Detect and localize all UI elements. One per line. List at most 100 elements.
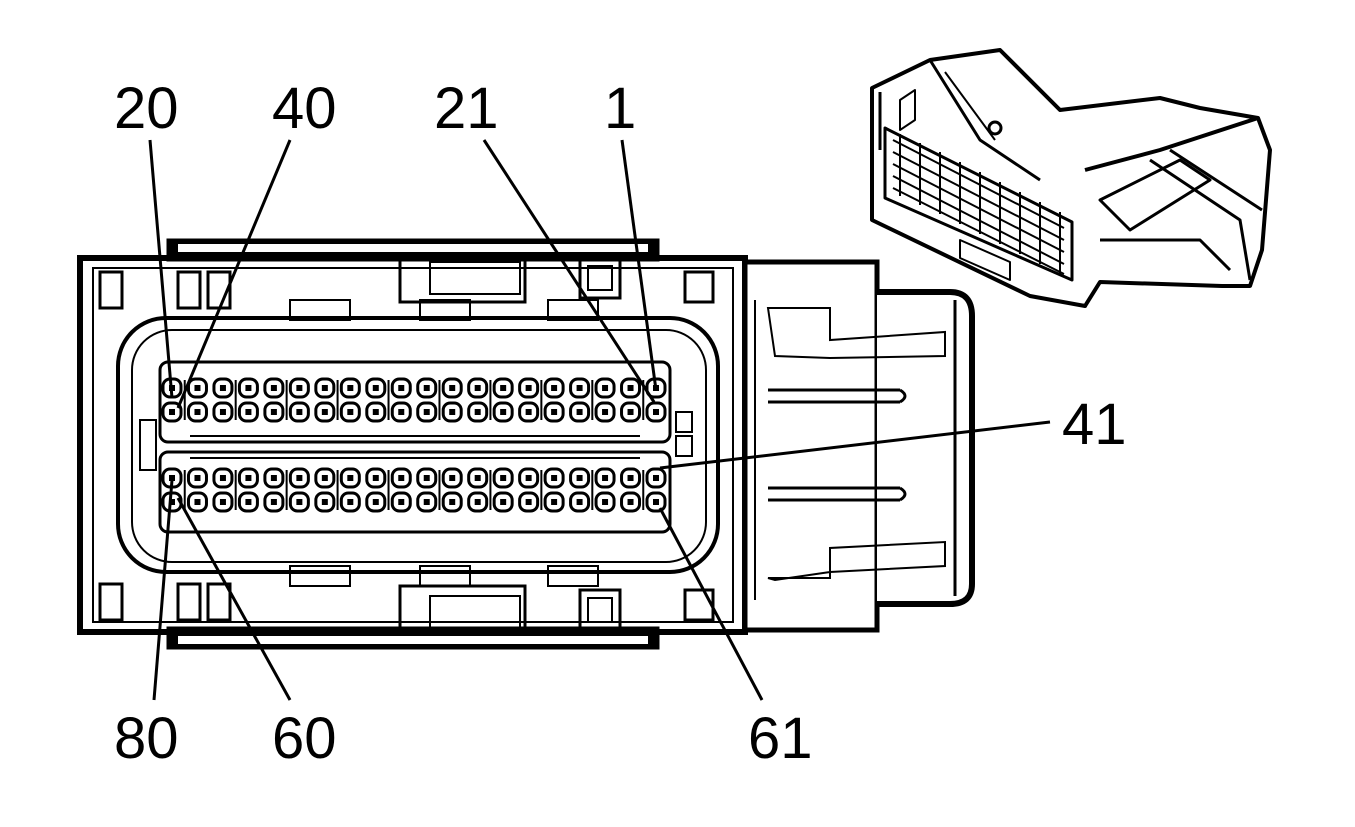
terminal-contact bbox=[474, 475, 481, 481]
pin-label-1: 1 bbox=[604, 76, 636, 141]
terminal-contact bbox=[449, 475, 456, 481]
terminal-contact bbox=[551, 409, 558, 415]
terminal-contact bbox=[576, 385, 583, 391]
terminal-cavities bbox=[161, 377, 667, 513]
terminal-contact bbox=[627, 499, 634, 505]
terminal-contact bbox=[245, 475, 252, 481]
terminal-contact bbox=[602, 409, 609, 415]
terminal-contact bbox=[219, 409, 226, 415]
terminal-contact bbox=[372, 409, 379, 415]
terminal-contact bbox=[627, 409, 634, 415]
terminal-contact bbox=[169, 409, 175, 415]
terminal-contact bbox=[602, 499, 609, 505]
terminal-contact bbox=[525, 499, 532, 505]
pin-label-20: 20 bbox=[114, 76, 179, 141]
seal-frame bbox=[116, 316, 720, 574]
leader-61 bbox=[658, 507, 764, 701]
leader-60 bbox=[176, 497, 292, 701]
terminal-contact bbox=[602, 475, 609, 481]
pin-label-21: 21 bbox=[434, 76, 499, 141]
terminal-contact bbox=[627, 475, 634, 481]
terminal-contact bbox=[194, 385, 201, 391]
terminal-contact bbox=[245, 499, 252, 505]
leader-20 bbox=[148, 139, 174, 399]
pin-label-61: 61 bbox=[748, 706, 813, 771]
connector-housing bbox=[77, 255, 748, 635]
terminal-contact bbox=[474, 409, 481, 415]
terminal-contact bbox=[219, 475, 226, 481]
terminal-contact bbox=[347, 409, 354, 415]
terminal-contact bbox=[525, 385, 532, 391]
terminal-contact bbox=[449, 499, 456, 505]
terminal-contact bbox=[296, 475, 303, 481]
terminal-contact bbox=[372, 499, 379, 505]
terminal-contact bbox=[398, 409, 405, 415]
pin-label-41: 41 bbox=[1062, 392, 1127, 457]
lower-terminal-block bbox=[158, 450, 672, 534]
terminal-contact bbox=[423, 499, 430, 505]
pin-label-40: 40 bbox=[272, 76, 337, 141]
housing-inner-wall bbox=[92, 267, 734, 623]
terminal-contact bbox=[398, 499, 405, 505]
terminal-contact bbox=[602, 385, 609, 391]
leader-80 bbox=[152, 479, 174, 701]
terminal-contact bbox=[653, 475, 659, 481]
terminal-contact bbox=[449, 385, 456, 391]
leader-21 bbox=[482, 139, 656, 403]
terminal-contact bbox=[500, 499, 507, 505]
terminal-contact bbox=[194, 409, 201, 415]
terminal-contact bbox=[398, 475, 405, 481]
terminal-contact bbox=[398, 385, 405, 391]
terminal-contact bbox=[321, 385, 328, 391]
pin-label-60: 60 bbox=[272, 706, 337, 771]
terminal-contact bbox=[347, 499, 354, 505]
terminal-contact bbox=[169, 475, 175, 481]
terminal-contact bbox=[194, 499, 201, 505]
terminal-contact bbox=[500, 475, 507, 481]
terminal-contact bbox=[194, 475, 201, 481]
leader-lines bbox=[148, 139, 1051, 701]
terminal-contact bbox=[653, 499, 659, 505]
terminal-contact bbox=[245, 385, 252, 391]
terminal-contact bbox=[219, 385, 226, 391]
terminal-contact bbox=[576, 475, 583, 481]
terminal-contact bbox=[500, 385, 507, 391]
terminal-contact bbox=[270, 499, 277, 505]
leader-41 bbox=[659, 420, 1051, 470]
terminal-contact bbox=[245, 409, 252, 415]
terminal-contact bbox=[576, 499, 583, 505]
terminal-contact bbox=[423, 475, 430, 481]
terminal-contact bbox=[525, 409, 532, 415]
leader-1 bbox=[620, 139, 658, 391]
terminal-contact bbox=[449, 409, 456, 415]
terminal-contact bbox=[525, 475, 532, 481]
terminal-contact bbox=[372, 475, 379, 481]
terminal-contact bbox=[551, 475, 558, 481]
connector-isometric-view bbox=[870, 48, 1272, 308]
terminal-contact bbox=[270, 475, 277, 481]
connector-face-view bbox=[77, 238, 975, 650]
terminal-contact bbox=[627, 385, 634, 391]
terminal-contact bbox=[219, 499, 226, 505]
terminal-contact bbox=[321, 499, 328, 505]
leader-40 bbox=[176, 139, 292, 409]
terminal-contact bbox=[372, 385, 379, 391]
terminal-contact bbox=[576, 409, 583, 415]
terminal-contact bbox=[296, 409, 303, 415]
terminal-contact bbox=[321, 475, 328, 481]
terminal-contact bbox=[474, 385, 481, 391]
terminal-contact bbox=[270, 385, 277, 391]
terminal-contact bbox=[500, 409, 507, 415]
terminal-contact bbox=[296, 385, 303, 391]
terminal-contact bbox=[347, 385, 354, 391]
terminal-contact bbox=[270, 409, 277, 415]
terminal-contact bbox=[296, 499, 303, 505]
terminal-contact bbox=[321, 409, 328, 415]
terminal-contact bbox=[423, 385, 430, 391]
terminal-contact bbox=[551, 385, 558, 391]
terminal-contact bbox=[653, 409, 659, 415]
terminal-contact bbox=[474, 499, 481, 505]
terminal-contact bbox=[423, 409, 430, 415]
terminal-contact bbox=[551, 499, 558, 505]
